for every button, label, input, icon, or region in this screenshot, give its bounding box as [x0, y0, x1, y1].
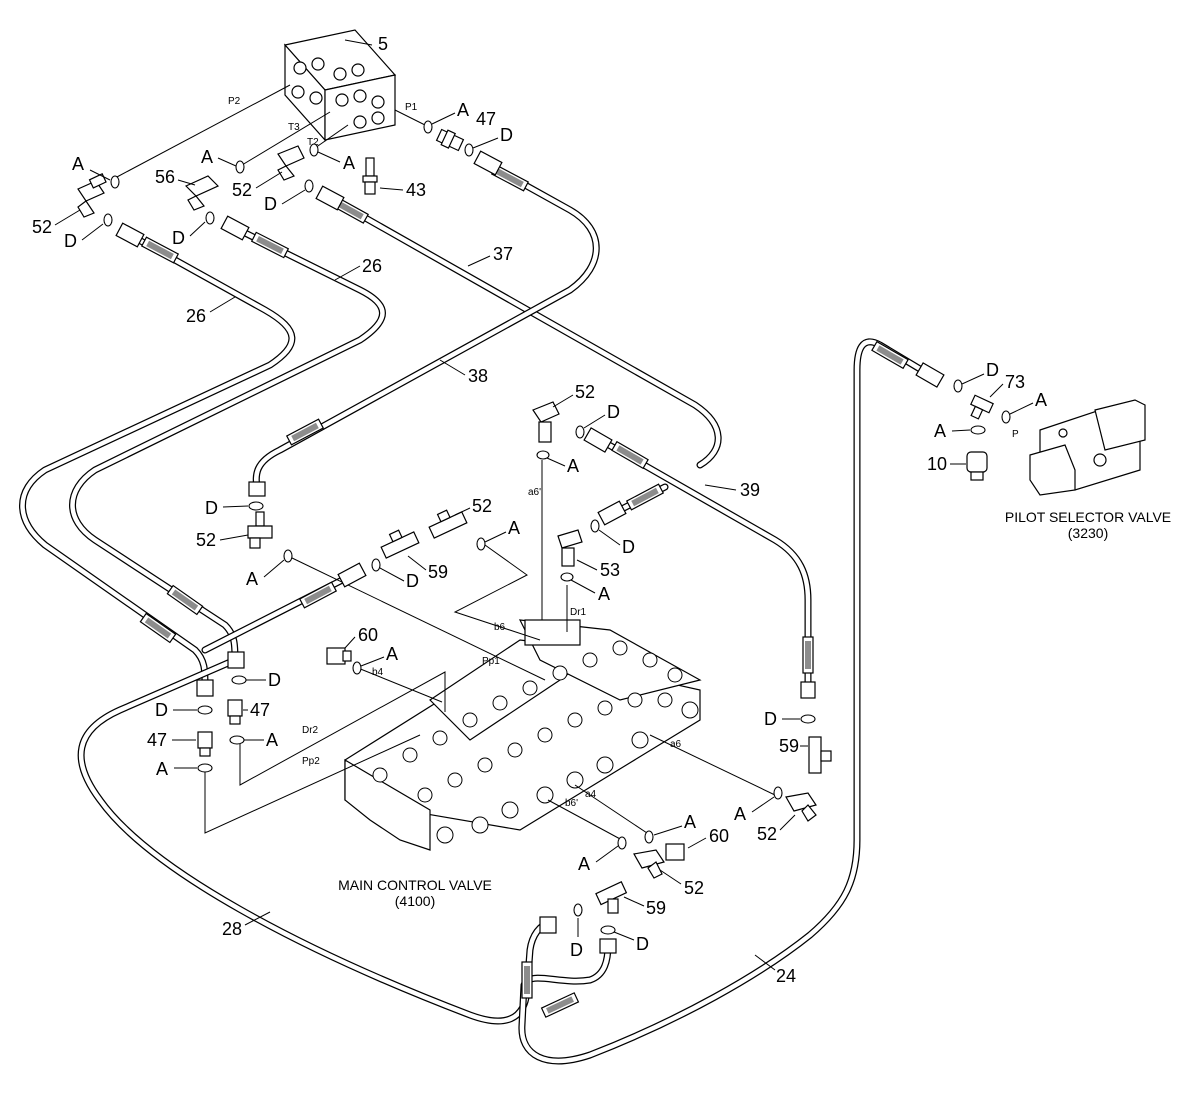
- manifold-leaders: [114, 84, 426, 179]
- callout-59-right: 59: [779, 736, 799, 756]
- seal-label-a: A: [567, 456, 579, 476]
- seal-label-d: D: [607, 402, 620, 422]
- hose-38: [252, 156, 600, 492]
- callout-52-top-left: 52: [32, 217, 52, 237]
- seal-label-d: D: [500, 125, 513, 145]
- callout-53: 53: [600, 560, 620, 580]
- hose-callout-28: 28: [222, 919, 242, 939]
- seal-label-a: A: [934, 421, 946, 441]
- seal-label-a: A: [734, 804, 746, 824]
- seal-label-d: D: [622, 537, 635, 557]
- callout-60-right: 60: [709, 826, 729, 846]
- seal-label-a: A: [266, 730, 278, 750]
- hose-callout-38: 38: [468, 366, 488, 386]
- hose-28: [77, 656, 554, 1025]
- seal-label-d: D: [64, 231, 77, 251]
- seal-label-a: A: [457, 100, 469, 120]
- callout-56: 56: [155, 167, 175, 187]
- callout-52-top-mid: 52: [232, 180, 252, 200]
- port-label-p1: P1: [405, 102, 418, 113]
- callout-59-mid: 59: [428, 562, 448, 582]
- hose-armor-marks: [139, 164, 909, 1018]
- port-label-b4: b4: [372, 667, 384, 678]
- callout-47-lower-left: 47: [147, 730, 167, 750]
- callout-52-lower: 52: [684, 878, 704, 898]
- seal-label-a: A: [72, 154, 84, 174]
- port-label-pp1: Pp1: [482, 656, 500, 667]
- port-label-b6: b6: [494, 622, 506, 633]
- port-label-a6-prime: a6': [528, 487, 541, 498]
- seal-label-d: D: [205, 498, 218, 518]
- manifold-block: [283, 29, 397, 142]
- callout-52-mid-left: 52: [196, 530, 216, 550]
- callout-59-lower: 59: [646, 898, 666, 918]
- hose-39: [591, 433, 812, 694]
- seal-label-d: D: [570, 940, 583, 960]
- hose-26-left: [19, 231, 296, 689]
- port-label-pp2: Pp2: [302, 756, 320, 767]
- main-control-valve-code: (4100): [395, 893, 435, 909]
- callout-47-lower-right: 47: [250, 700, 270, 720]
- port-label-dr2: Dr2: [302, 725, 319, 736]
- main-control-valve-title: MAIN CONTROL VALVE: [338, 877, 492, 893]
- port-label-dr1: Dr1: [570, 607, 587, 618]
- seal-label-d: D: [636, 934, 649, 954]
- port-label-a6: a6: [670, 739, 682, 750]
- seal-label-d: D: [764, 709, 777, 729]
- seal-label-a: A: [156, 759, 168, 779]
- callout-10: 10: [927, 454, 947, 474]
- seal-label-d: D: [406, 571, 419, 591]
- port-label-a4: a4: [585, 789, 597, 800]
- seal-label-a: A: [578, 854, 590, 874]
- seal-label-a: A: [343, 153, 355, 173]
- seal-label-d: D: [264, 194, 277, 214]
- seal-label-a: A: [246, 569, 258, 589]
- fittings: [77, 128, 994, 954]
- callout-52-valve-top: 52: [575, 382, 595, 402]
- seal-label-d: D: [172, 228, 185, 248]
- callout-60-left: 60: [358, 625, 378, 645]
- callout-52-mid-right: 52: [472, 496, 492, 516]
- seal-label-d: D: [155, 700, 168, 720]
- callout-52-lower-right: 52: [757, 824, 777, 844]
- seal-labels: A D D A A D A D D A D A D A D A A D D: [64, 100, 1047, 960]
- hose-24: [518, 338, 934, 1065]
- hose-37: [321, 191, 722, 469]
- callout-47-top: 47: [476, 109, 496, 129]
- port-label-p: P: [1012, 429, 1019, 440]
- hose-callout-37: 37: [493, 244, 513, 264]
- port-label-t3: T3: [288, 122, 300, 133]
- callout-43: 43: [406, 180, 426, 200]
- seal-label-d: D: [268, 670, 281, 690]
- manifold-callout: 5: [378, 34, 388, 54]
- pilot-selector-valve-code: (3230): [1068, 525, 1108, 541]
- pilot-selector-valve-title: PILOT SELECTOR VALVE: [1005, 509, 1171, 525]
- port-label-t2: T2: [307, 137, 319, 148]
- port-label-b6-prime: b6': [565, 798, 578, 809]
- seal-label-a: A: [684, 812, 696, 832]
- seal-label-a: A: [508, 518, 520, 538]
- pilot-selector-valve-body: [1029, 399, 1146, 496]
- hose-callout-24: 24: [776, 966, 796, 986]
- hose-callout-26-right: 26: [362, 256, 382, 276]
- seal-label-a: A: [201, 147, 213, 167]
- seal-label-a: A: [1035, 390, 1047, 410]
- seal-label-a: A: [386, 644, 398, 664]
- callout-73: 73: [1005, 372, 1025, 392]
- hose-callout-26-left: 26: [186, 306, 206, 326]
- seal-label-d: D: [986, 360, 999, 380]
- hose-callout-39: 39: [740, 480, 760, 500]
- seal-label-a: A: [598, 584, 610, 604]
- valve-leaders: [204, 460, 776, 841]
- o-rings: [103, 120, 1011, 935]
- main-control-valve-body: [344, 619, 702, 851]
- port-label-p2: P2: [228, 96, 241, 107]
